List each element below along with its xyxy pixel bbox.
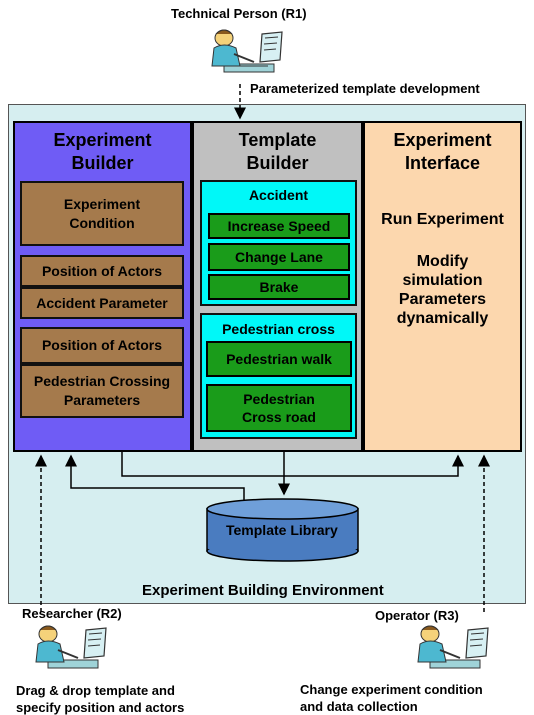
pedestrian-crossing-parameters-box[interactable]: Pedestrian Crossing Parameters bbox=[20, 364, 184, 418]
experiment-condition-box[interactable]: Experiment Condition bbox=[20, 181, 184, 246]
experiment-interface-panel: Experiment Interface Run Experiment Modi… bbox=[363, 121, 522, 452]
technical-person-label: Technical Person (R1) bbox=[171, 6, 307, 21]
increase-speed-template[interactable]: Increase Speed bbox=[208, 213, 350, 239]
operator-icon bbox=[417, 625, 489, 669]
operator-label: Operator (R3) bbox=[375, 608, 459, 623]
template-builder-title-1: Template bbox=[238, 130, 317, 150]
modify-line-3: Parameters bbox=[398, 291, 487, 308]
experiment-builder-title-2: Builder bbox=[71, 153, 134, 173]
accident-parameter-box[interactable]: Accident Parameter bbox=[20, 287, 184, 319]
researcher-label: Researcher (R2) bbox=[22, 606, 122, 621]
experiment-interface-title-2: Interface bbox=[404, 153, 481, 173]
change-lane-template[interactable]: Change Lane bbox=[208, 243, 350, 271]
pedestrian-cross-road-template[interactable]: Pedestrian Cross road bbox=[206, 384, 352, 432]
experiment-interface-title-1: Experiment bbox=[393, 130, 492, 150]
builder-to-interface-arrow bbox=[121, 452, 464, 477]
accident-group-title: Accident bbox=[248, 187, 309, 203]
technical-person-icon bbox=[211, 29, 283, 73]
researcher-desc-1: Drag & drop template and bbox=[16, 683, 175, 698]
researcher-icon bbox=[35, 625, 107, 669]
template-library-cylinder[interactable] bbox=[206, 498, 359, 562]
brake-template[interactable]: Brake bbox=[208, 274, 350, 300]
environment-label: Experiment Building Environment bbox=[142, 582, 384, 599]
operator-desc-1: Change experiment condition bbox=[300, 682, 483, 697]
position-of-actors-box-1[interactable]: Position of Actors bbox=[20, 255, 184, 287]
template-library-label: Template Library bbox=[226, 522, 338, 538]
operator-desc-2: and data collection bbox=[300, 699, 418, 714]
researcher-desc-2: specify position and actors bbox=[16, 700, 185, 715]
pedestrian-cross-group-title: Pedestrian cross bbox=[222, 321, 335, 337]
pedestrian-walk-template[interactable]: Pedestrian walk bbox=[206, 341, 352, 377]
position-of-actors-box-2[interactable]: Position of Actors bbox=[20, 327, 184, 364]
parameterized-template-label: Parameterized template development bbox=[250, 81, 480, 96]
experiment-builder-title-1: Experiment bbox=[53, 130, 152, 150]
run-experiment-label[interactable]: Run Experiment bbox=[381, 211, 504, 228]
library-to-builder-arrow bbox=[65, 454, 245, 500]
modify-line-4: dynamically bbox=[396, 310, 489, 327]
template-builder-title-2: Builder bbox=[246, 153, 309, 173]
modify-line-2: simulation bbox=[402, 272, 483, 289]
modify-line-1: Modify bbox=[416, 253, 469, 270]
